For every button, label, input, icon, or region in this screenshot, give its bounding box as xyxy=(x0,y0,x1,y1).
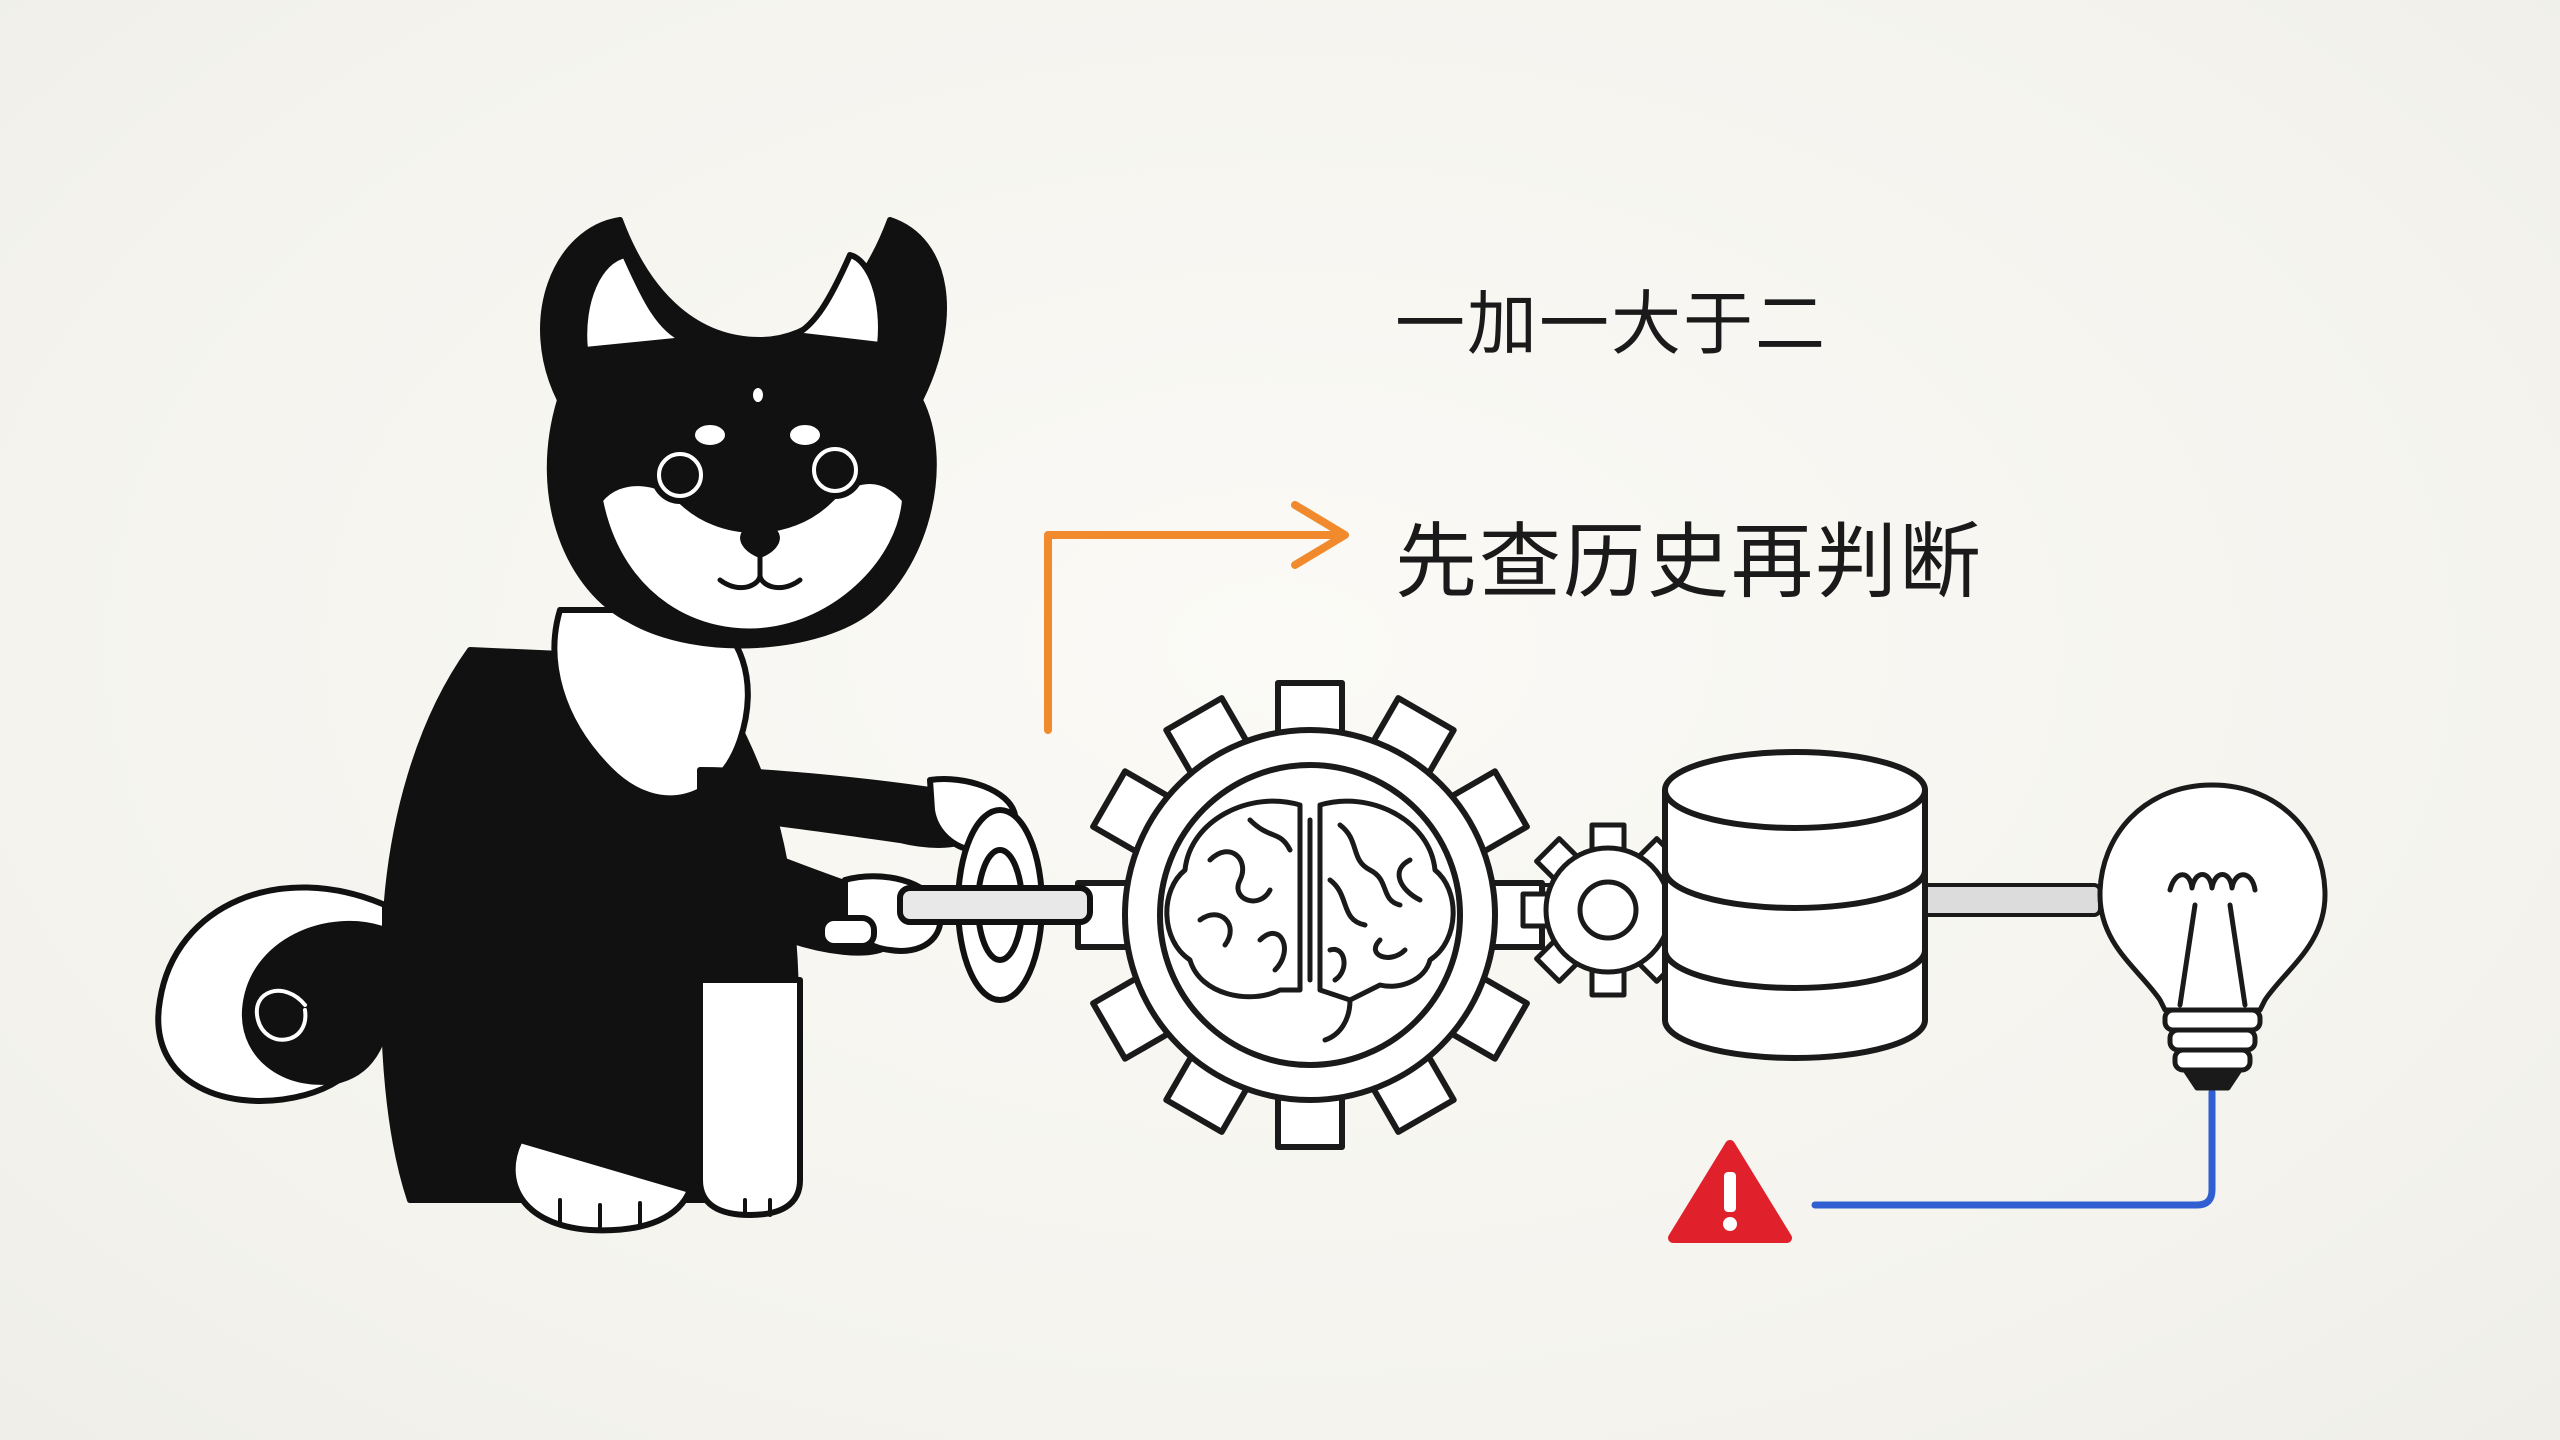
orange-arrow-icon xyxy=(1044,501,1349,734)
lightbulb-icon xyxy=(2097,782,2328,1091)
caption-top: 一加一大于二 xyxy=(1395,283,1827,365)
blue-connector-line xyxy=(1811,1088,2216,1209)
caption-middle: 先查历史再判断 xyxy=(1395,515,1984,610)
dog-chest xyxy=(551,607,751,802)
database-icon xyxy=(1662,749,1928,1061)
warning-icon xyxy=(1668,1140,1792,1243)
brain-icon xyxy=(1164,798,1456,1043)
shiba-dog-icon xyxy=(155,217,1093,1234)
